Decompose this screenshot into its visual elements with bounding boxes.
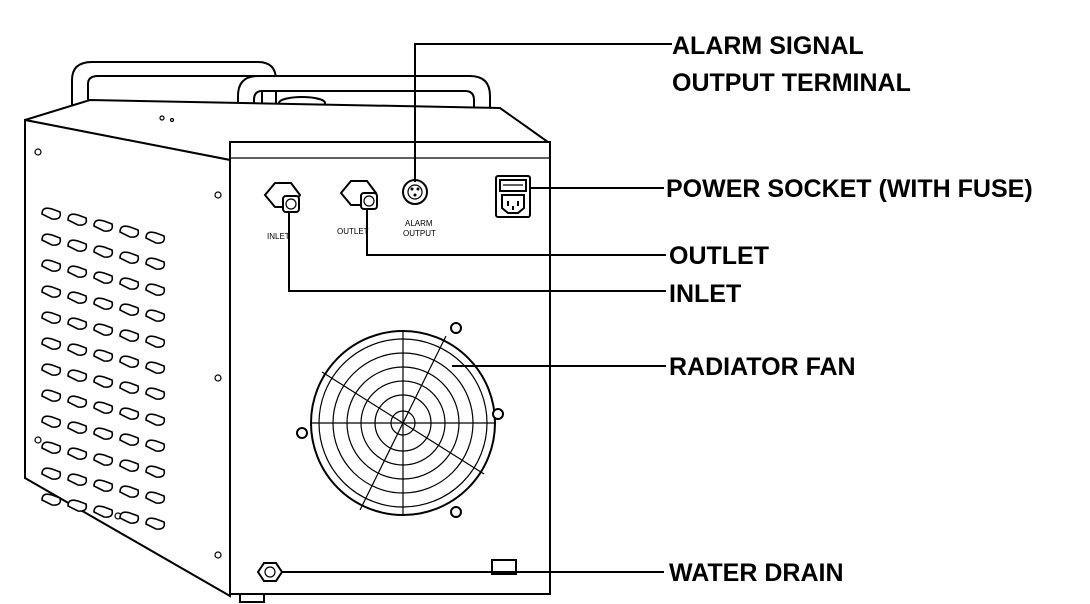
- vent-slot: [145, 491, 166, 504]
- vent-slot: [119, 381, 140, 394]
- vent-slot: [145, 231, 166, 244]
- vent-slot: [145, 309, 166, 322]
- vent-slot: [145, 361, 166, 374]
- vent-slot: [119, 433, 140, 446]
- water-drain-label: WATER DRAIN: [669, 559, 844, 587]
- vent-slot: [93, 323, 114, 336]
- vent-slot: [93, 271, 114, 284]
- vent-slot: [67, 239, 88, 252]
- outlet-label: OUTLET: [669, 242, 769, 270]
- leader-outlet: [366, 209, 666, 256]
- side-vents: [41, 207, 166, 530]
- vent-slot: [93, 401, 114, 414]
- water-drain-plug: [256, 562, 284, 582]
- callout-labels: ALARM SIGNAL OUTPUT TERMINAL POWER SOCKE…: [666, 32, 1033, 587]
- vent-slot: [67, 317, 88, 330]
- alarm-panel-label-line1: ALARM: [405, 219, 433, 228]
- vent-slot: [93, 453, 114, 466]
- power-socket-label: POWER SOCKET (WITH FUSE): [666, 175, 1033, 203]
- vent-slot: [145, 257, 166, 270]
- vent-slot: [119, 277, 140, 290]
- leader-alarm: [414, 43, 672, 182]
- vent-slot: [41, 311, 62, 324]
- inlet-label: INLET: [669, 280, 741, 308]
- power-socket: [495, 175, 531, 218]
- vent-slot: [67, 421, 88, 434]
- vent-slot: [41, 441, 62, 454]
- vent-slot: [41, 415, 62, 428]
- vent-slot: [145, 335, 166, 348]
- vent-slot: [93, 375, 114, 388]
- vent-slot: [93, 297, 114, 310]
- foot: [239, 593, 265, 603]
- vent-slot: [41, 337, 62, 350]
- vent-slot: [119, 511, 140, 524]
- vent-slot: [67, 265, 88, 278]
- vent-slot: [67, 343, 88, 356]
- vent-slot: [145, 283, 166, 296]
- vent-slot: [119, 225, 140, 238]
- radiator-fan: [296, 322, 504, 518]
- chiller-unit: INLET OUTLET ALARM OUTPUT: [24, 61, 551, 603]
- vent-slot: [119, 407, 140, 420]
- vent-slot: [93, 427, 114, 440]
- vent-slot: [119, 251, 140, 264]
- vent-slot: [145, 465, 166, 478]
- vent-slot: [119, 329, 140, 342]
- vent-slot: [41, 493, 62, 506]
- vent-slot: [119, 355, 140, 368]
- foot: [491, 559, 517, 575]
- vent-slot: [67, 291, 88, 304]
- vent-slot: [41, 363, 62, 376]
- vent-slot: [41, 259, 62, 272]
- vent-slot: [93, 245, 114, 258]
- inlet-connector: [263, 182, 302, 213]
- vent-slot: [93, 219, 114, 232]
- vent-slot: [41, 233, 62, 246]
- vent-slot: [119, 459, 140, 472]
- alarm-panel-label-line2: OUTPUT: [403, 229, 436, 238]
- vent-slot: [145, 439, 166, 452]
- vent-slot: [41, 207, 62, 220]
- outlet-connector: [339, 180, 378, 210]
- vent-slot: [67, 369, 88, 382]
- vent-slot: [93, 505, 114, 518]
- vent-slot: [145, 413, 166, 426]
- vent-slot: [119, 303, 140, 316]
- vent-slot: [93, 479, 114, 492]
- vent-slot: [93, 349, 114, 362]
- vent-slot: [119, 485, 140, 498]
- vent-slot: [67, 499, 88, 512]
- leader-lines: [282, 43, 672, 573]
- vent-slot: [67, 213, 88, 226]
- vent-slot: [145, 387, 166, 400]
- vent-slot: [145, 517, 166, 530]
- vent-slot: [67, 395, 88, 408]
- vent-slot: [67, 473, 88, 486]
- vent-slot: [41, 285, 62, 298]
- leader-inlet: [288, 212, 666, 292]
- inlet-panel-label: INLET: [267, 232, 290, 241]
- outlet-panel-label: OUTLET: [337, 227, 369, 236]
- vent-slot: [41, 389, 62, 402]
- alarm-terminal-connector: [402, 179, 428, 205]
- radiator-fan-label: RADIATOR FAN: [669, 353, 856, 381]
- vent-slot: [41, 467, 62, 480]
- alarm-signal-label-line1: ALARM SIGNAL: [672, 32, 864, 60]
- vent-slot: [67, 447, 88, 460]
- alarm-signal-label-line2: OUTPUT TERMINAL: [672, 69, 911, 97]
